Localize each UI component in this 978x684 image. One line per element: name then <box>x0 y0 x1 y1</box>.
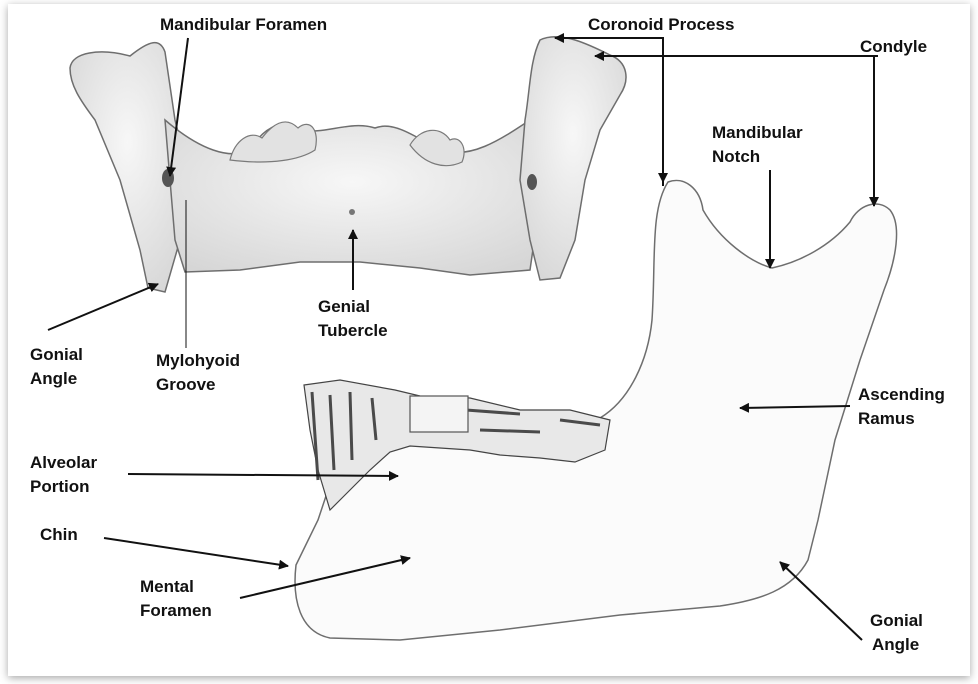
label-gonial-angle-top-line1: Gonial <box>30 344 83 366</box>
label-genial-tubercle-line2: Tubercle <box>318 320 388 342</box>
label-condyle: Condyle <box>860 36 927 58</box>
label-ascending-ramus-line1: Ascending <box>858 384 945 406</box>
label-mylohyoid-groove-line1: Mylohyoid <box>156 350 240 372</box>
right-mandibular-foramen-hole <box>527 174 537 190</box>
label-genial-tubercle-line1: Genial <box>318 296 370 318</box>
label-mandibular-notch-line2: Notch <box>712 146 760 168</box>
arrow-gonial-angle-bottom <box>780 562 862 640</box>
left-mandibular-foramen-hole <box>162 169 174 187</box>
label-gonial-angle-bottom-line2: Angle <box>872 634 919 656</box>
label-mental-foramen-line2: Foramen <box>140 600 212 622</box>
mandible-posterior-view <box>70 37 626 292</box>
right-ramus-shape <box>520 37 626 280</box>
label-alveolar-portion-line2: Portion <box>30 476 90 498</box>
arrow-gonial-angle-top <box>48 284 158 330</box>
label-mandibular-foramen: Mandibular Foramen <box>160 14 327 36</box>
lateral-tooth-crown <box>410 396 468 432</box>
label-gonial-angle-top-line2: Angle <box>30 368 77 390</box>
label-alveolar-portion-line1: Alveolar <box>30 452 97 474</box>
label-gonial-angle-bottom-line1: Gonial <box>870 610 923 632</box>
label-chin: Chin <box>40 524 78 546</box>
arrow-chin <box>104 538 288 566</box>
label-ascending-ramus-line2: Ramus <box>858 408 915 430</box>
genial-tubercle-dot <box>349 209 355 215</box>
label-mental-foramen-line1: Mental <box>140 576 194 598</box>
label-mandibular-notch-line1: Mandibular <box>712 122 803 144</box>
label-coronoid-process: Coronoid Process <box>588 14 734 36</box>
left-ramus-shape <box>70 43 185 292</box>
label-mylohyoid-groove-line2: Groove <box>156 374 216 396</box>
